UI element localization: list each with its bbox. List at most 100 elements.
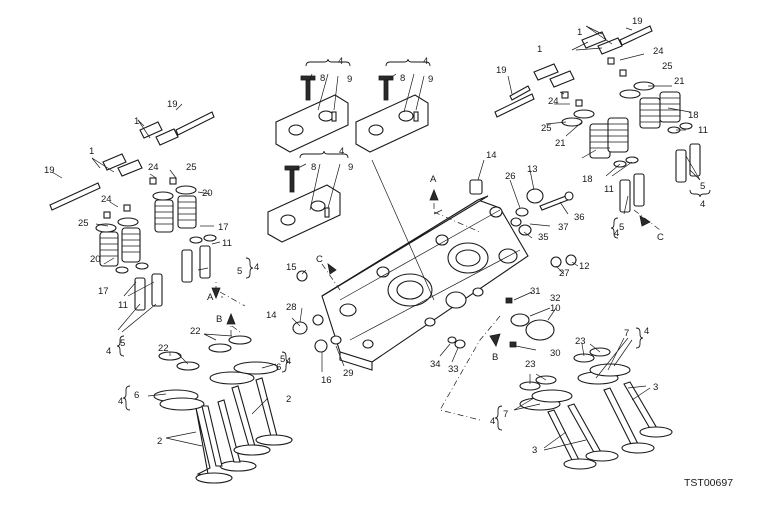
callout-11: 11 <box>698 125 708 136</box>
callout-4: 4 <box>118 396 123 407</box>
callout-9: 9 <box>348 162 353 173</box>
callout-24: 24 <box>653 46 664 57</box>
callout-24: 24 <box>101 194 112 205</box>
callout-2: 2 <box>157 436 162 447</box>
callout-9: 9 <box>428 74 433 85</box>
callout-1: 1 <box>577 27 582 38</box>
callout-19: 19 <box>632 16 643 27</box>
callout-33: 33 <box>448 364 459 375</box>
callout-23: 23 <box>525 359 536 370</box>
callout-5: 5 <box>237 266 242 277</box>
callout-4: 4 <box>700 199 705 210</box>
callout-4: 4 <box>286 356 291 367</box>
callout-1: 1 <box>89 146 94 157</box>
callout-A: A <box>207 292 214 303</box>
valve-seats-left <box>153 335 279 411</box>
cam-cap-top-right <box>355 75 429 153</box>
callout-11: 11 <box>222 238 232 249</box>
callout-8: 8 <box>320 73 325 84</box>
callout-19: 19 <box>167 99 178 110</box>
callout-21: 21 <box>555 138 566 149</box>
callout-11: 11 <box>604 184 614 195</box>
callout-4: 4 <box>254 262 259 273</box>
callout-5: 5 <box>619 222 624 233</box>
shaft-pins <box>509 85 531 101</box>
callout-4: 4 <box>339 146 344 157</box>
callout-27: 27 <box>559 268 570 279</box>
valves-left <box>195 377 293 484</box>
callout-2: 2 <box>286 394 291 405</box>
callout-24: 24 <box>548 96 559 107</box>
callout-25: 25 <box>78 218 89 229</box>
valve-springs-left <box>99 195 197 267</box>
callout-C: C <box>657 232 664 243</box>
callout-17: 17 <box>218 222 229 233</box>
callout-25: 25 <box>186 162 197 173</box>
spring-retainers-left <box>95 185 197 233</box>
callout-7: 7 <box>503 409 508 420</box>
callout-8: 8 <box>311 162 316 173</box>
callout-20: 20 <box>90 254 101 265</box>
valve-guides-right <box>613 122 701 213</box>
callout-10: 10 <box>550 303 561 314</box>
valves-right <box>547 381 673 470</box>
callout-37: 37 <box>558 222 569 233</box>
direction-arrows <box>211 188 651 347</box>
callout-13: 13 <box>527 164 538 175</box>
callout-25: 25 <box>541 123 552 134</box>
callout-18: 18 <box>582 174 593 185</box>
callout-3: 3 <box>532 445 537 456</box>
callout-19: 19 <box>44 165 55 176</box>
callout-30: 30 <box>550 348 561 359</box>
callout-14: 14 <box>266 310 277 321</box>
callout-19: 19 <box>496 65 507 76</box>
callout-1: 1 <box>537 44 542 55</box>
callout-7: 7 <box>624 328 629 339</box>
callout-6: 6 <box>134 390 139 401</box>
callout-24: 24 <box>148 162 159 173</box>
callout-4: 4 <box>106 346 111 357</box>
callout-22: 22 <box>190 326 201 337</box>
callout-B: B <box>492 352 498 363</box>
callout-28: 28 <box>286 302 297 313</box>
callout-20: 20 <box>202 188 213 199</box>
callout-21: 21 <box>674 76 685 87</box>
rocker-shaft-left-outer <box>49 182 101 211</box>
leader-lines <box>51 25 701 451</box>
cam-cap-top-left <box>275 75 349 153</box>
callout-4: 4 <box>490 416 495 427</box>
callout-5: 5 <box>280 354 285 365</box>
braces <box>116 58 711 431</box>
callout-22: 22 <box>158 343 169 354</box>
rocker-shaft-left-inner <box>175 111 215 136</box>
callout-12: 12 <box>579 261 590 272</box>
callout-4: 4 <box>338 56 343 67</box>
callout-1: 1 <box>134 116 139 127</box>
callout-B: B <box>216 314 222 325</box>
callout-32: 32 <box>550 293 561 304</box>
collets-right <box>561 57 627 107</box>
callout-4: 4 <box>614 228 619 239</box>
callout-4: 4 <box>644 326 649 337</box>
callout-18: 18 <box>688 110 699 121</box>
fittings <box>292 179 577 353</box>
cam-cap-middle <box>267 165 341 243</box>
callout-23: 23 <box>575 336 586 347</box>
callout-A: A <box>430 174 437 185</box>
callout-29: 29 <box>343 368 354 379</box>
callout-26: 26 <box>505 171 516 182</box>
cylinder-head <box>321 195 529 371</box>
callout-9: 9 <box>347 74 352 85</box>
callout-6: 6 <box>276 362 281 373</box>
callout-36: 36 <box>574 212 585 223</box>
callout-5: 5 <box>700 181 705 192</box>
callout-35: 35 <box>538 232 549 243</box>
callout-3: 3 <box>653 382 658 393</box>
valve-guides-left <box>115 234 217 311</box>
collets-left <box>103 177 177 219</box>
callout-16: 16 <box>321 375 332 386</box>
callout-C: C <box>316 254 323 265</box>
callout-4: 4 <box>423 56 428 67</box>
